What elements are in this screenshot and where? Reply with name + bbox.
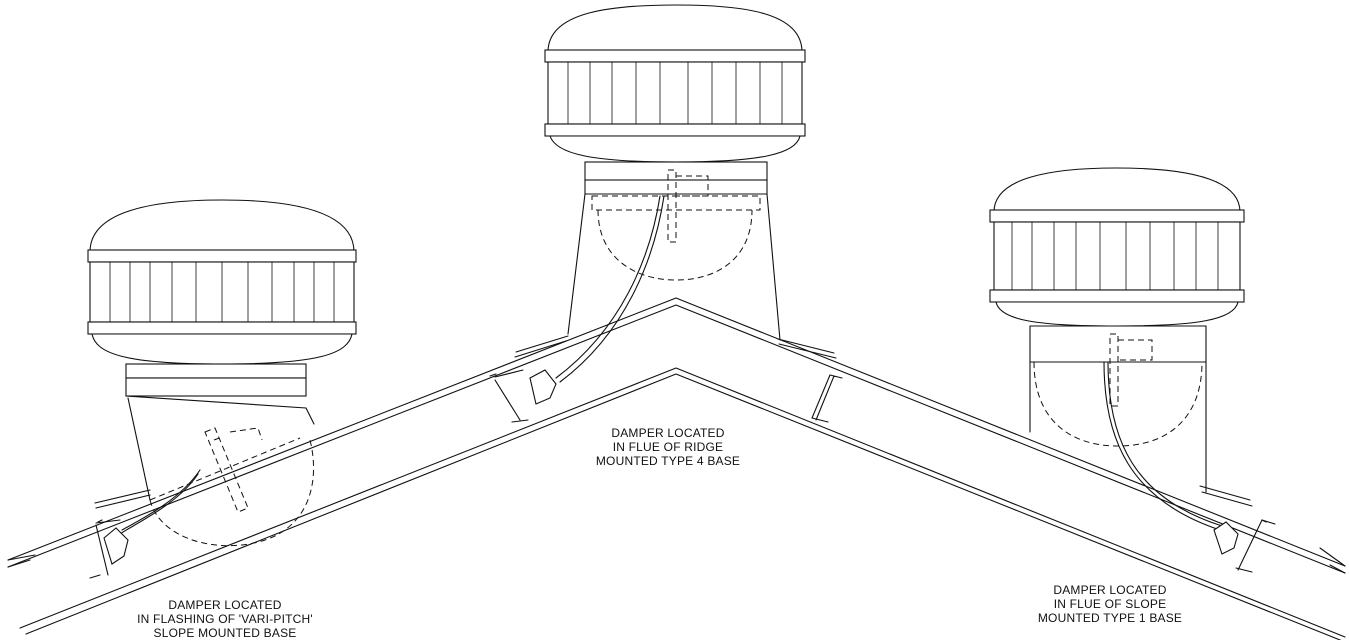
center-caption-line-3: MOUNTED TYPE 4 BASE [595,454,741,468]
left-caption: DAMPER LOCATED IN FLASHING OF 'VARI-PITC… [130,598,320,640]
left-caption-line-1: DAMPER LOCATED [168,598,282,612]
center-caption: DAMPER LOCATED IN FLUE OF RIDGE MOUNTED … [568,426,768,468]
center-caption-line-2: IN FLUE OF RIDGE [612,440,724,454]
left-ventilator [87,199,357,579]
center-caption-line-1: DAMPER LOCATED [611,426,725,440]
left-caption-line-2: IN FLASHING OF 'VARI-PITCH' [137,612,313,626]
right-caption: DAMPER LOCATED IN FLUE OF SLOPE MOUNTED … [1010,583,1210,625]
center-ventilator [489,4,843,423]
left-caption-line-3: SLOPE MOUNTED BASE [153,626,297,640]
roof-outline [7,297,1346,640]
right-caption-line-1: DAMPER LOCATED [1053,583,1167,597]
right-caption-line-2: IN FLUE OF SLOPE [1053,597,1167,611]
right-ventilator [989,167,1276,573]
right-caption-line-3: MOUNTED TYPE 1 BASE [1037,611,1183,625]
